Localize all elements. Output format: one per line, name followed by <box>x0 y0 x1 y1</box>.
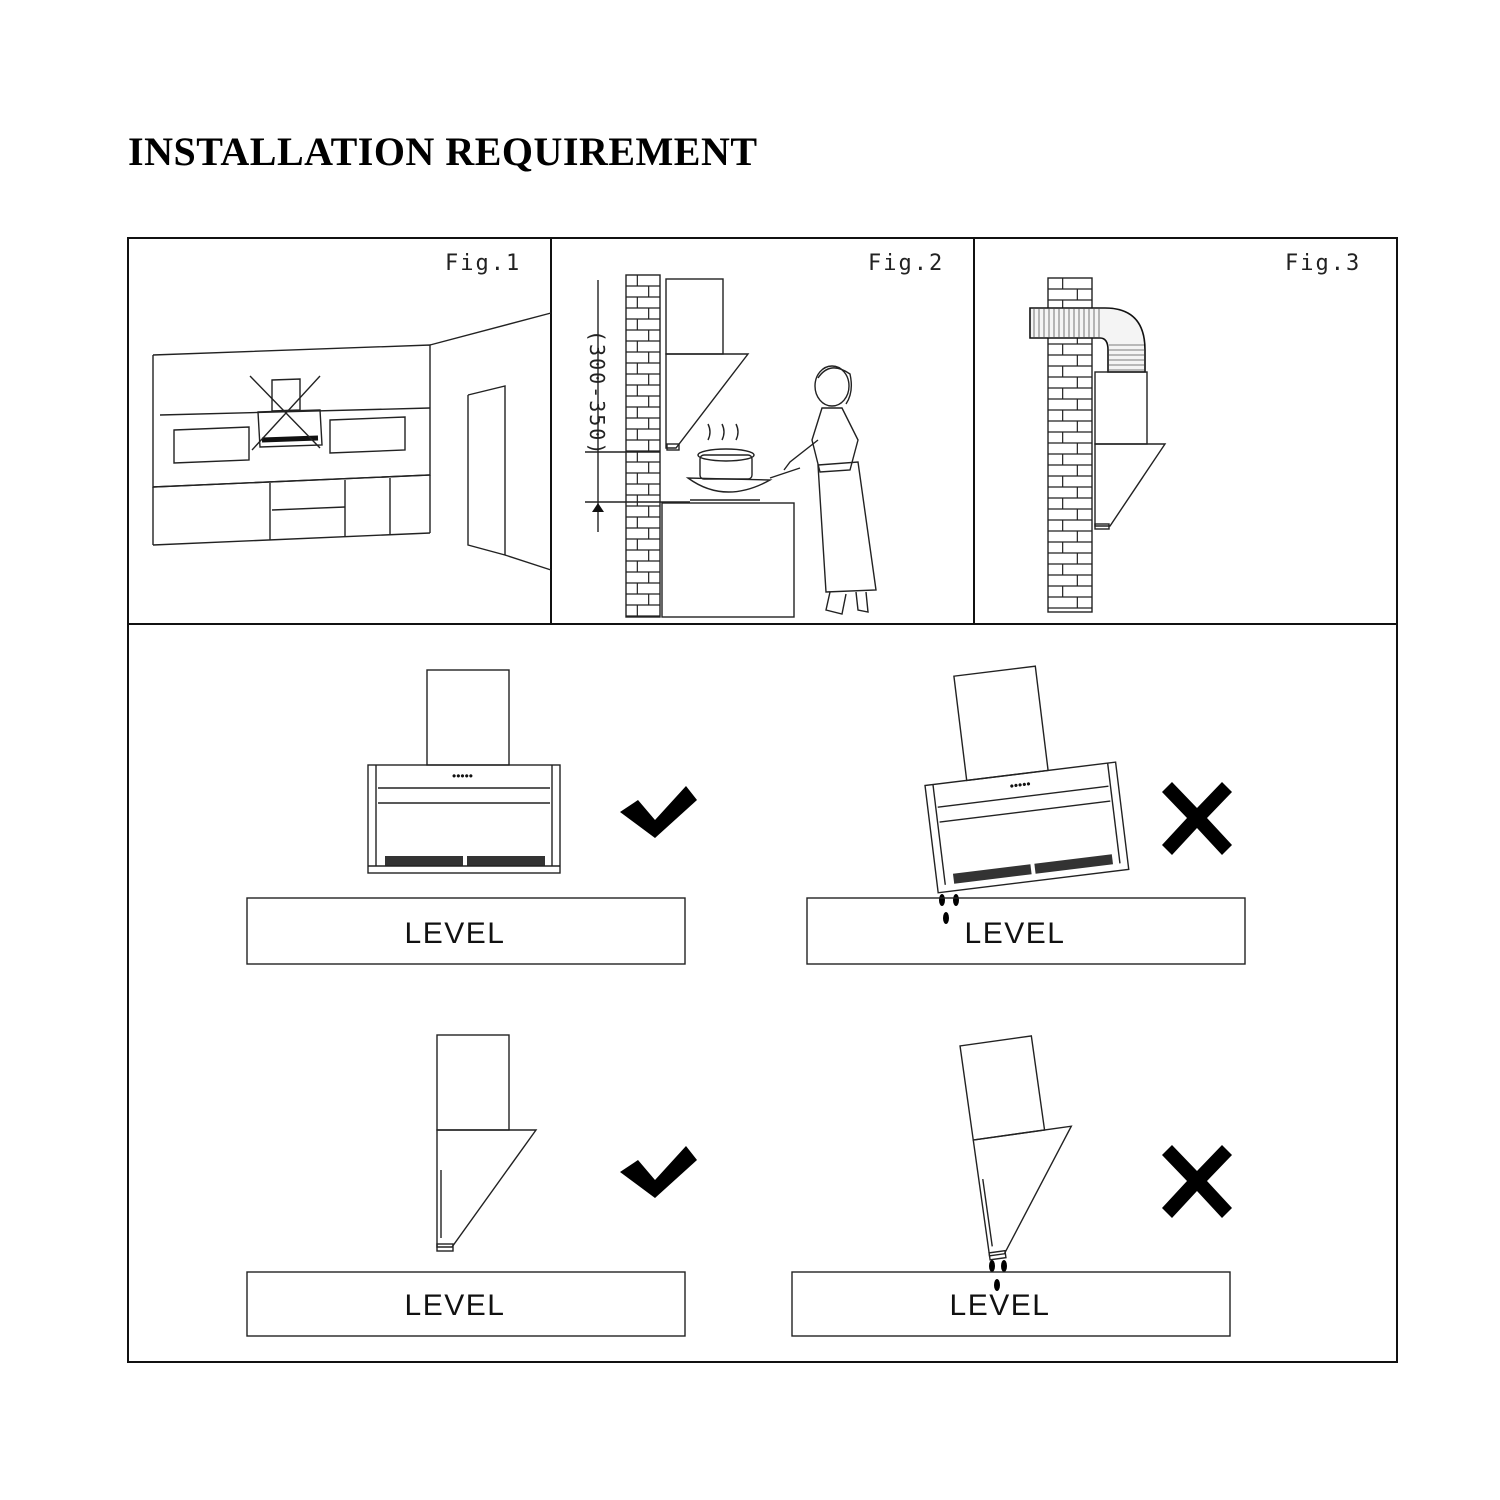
fig2-brick-wall <box>626 275 660 617</box>
fig2-cooking-illustration: Fig.2 (300-350) <box>585 251 944 618</box>
check-mark-icon <box>620 786 697 838</box>
level-label-4: LEVEL <box>950 1289 1051 1322</box>
fig3-duct-illustration: Fig.3 <box>1029 251 1361 613</box>
fig3-label: Fig.3 <box>1285 251 1361 276</box>
front-hood-level-incorrect: ••••• LEVEL <box>806 665 1246 965</box>
level-label-2: LEVEL <box>965 917 1066 950</box>
level-panel-frame <box>127 623 1398 1363</box>
figure-panels-frame <box>127 237 1398 625</box>
fig1-kitchen-illustration: Fig.1 <box>152 251 552 571</box>
side-hood-level-incorrect: LEVEL <box>791 1035 1232 1337</box>
flexible-duct <box>1029 307 1146 373</box>
fig2-label: Fig.2 <box>868 251 944 276</box>
svg-text:•••••: ••••• <box>1009 777 1032 793</box>
front-hood-level-correct: ••••• LEVEL <box>246 669 697 965</box>
fig3-brick-wall <box>1048 278 1092 609</box>
page-title: INSTALLATION REQUIREMENT <box>128 129 758 174</box>
level-label-3: LEVEL <box>405 1289 506 1322</box>
cross-mark-icon <box>1162 1145 1232 1218</box>
check-mark-icon <box>620 1146 697 1198</box>
side-hood-level-correct: LEVEL <box>246 1034 697 1337</box>
fig2-dimension-label: (300-350) <box>585 330 609 456</box>
cross-mark-icon <box>1162 782 1232 855</box>
fig1-label: Fig.1 <box>445 251 521 276</box>
level-label-1: LEVEL <box>405 917 506 950</box>
svg-text:•••••: ••••• <box>452 769 473 783</box>
